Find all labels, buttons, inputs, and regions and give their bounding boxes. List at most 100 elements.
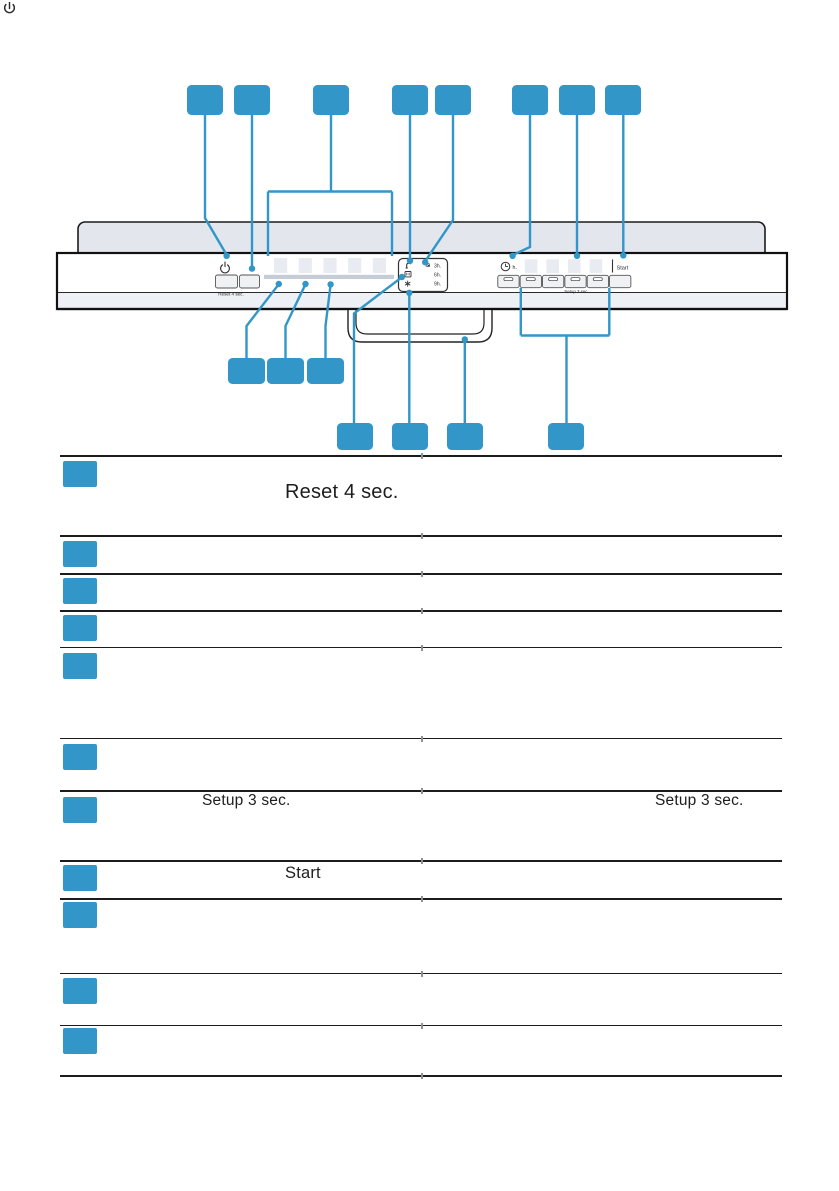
salt-icon	[404, 271, 412, 278]
indicator-light	[589, 259, 603, 274]
panel-reset-label: Reset 4 sec.	[218, 292, 244, 297]
panel-start-label: Start	[617, 266, 629, 272]
callout-dot	[223, 252, 230, 259]
program-indicator-lights	[274, 258, 386, 273]
status-display-frame	[397, 257, 449, 293]
column-divider-tick	[421, 970, 423, 977]
callout-dot	[327, 281, 334, 288]
callout-boxes-middle	[228, 358, 344, 384]
panel-button	[542, 274, 565, 289]
panel-button	[586, 274, 609, 289]
callout-dot	[573, 252, 581, 259]
rinse-aid-icon	[404, 280, 411, 287]
callout-box	[392, 85, 428, 115]
secondary-button	[239, 274, 260, 289]
column-divider-tick	[421, 644, 423, 651]
indicator-light	[348, 258, 362, 273]
callout-dot	[509, 252, 516, 259]
callout-dot	[398, 273, 406, 281]
callout-line	[203, 115, 228, 256]
callout-line	[284, 283, 307, 359]
button-led-slot	[548, 277, 558, 282]
indicator-light	[274, 258, 288, 273]
button-led-slot	[570, 277, 581, 282]
callout-box	[313, 85, 349, 115]
column-divider-tick	[421, 453, 423, 459]
row-number-badge	[63, 615, 97, 641]
row-reset-text: Reset 4 sec.	[285, 481, 399, 503]
column-divider-tick	[421, 533, 423, 539]
column-divider-tick	[421, 857, 423, 864]
callout-box	[559, 85, 595, 115]
clock-icon	[500, 261, 511, 272]
row-number-badge	[63, 864, 97, 891]
row-number-badge	[63, 796, 97, 823]
callout-dot	[406, 289, 413, 296]
button-led-slot	[592, 277, 603, 282]
panel-button-start	[609, 274, 632, 289]
callout-boxes-bottom	[337, 423, 584, 450]
delay-time-3h: 3h.	[434, 264, 441, 270]
row-number-badge	[63, 652, 97, 679]
callout-line	[324, 284, 332, 359]
row-setup-left-text: Setup 3 sec.	[202, 792, 291, 809]
indicator-light	[568, 259, 581, 274]
status-display: 3h. 6h. 9h.	[397, 257, 449, 293]
row-number-badge	[63, 1028, 97, 1054]
callout-box	[267, 358, 304, 384]
indicator-light	[298, 258, 312, 273]
clock-hours-label: h.	[513, 265, 517, 271]
program-bar	[264, 274, 394, 279]
button-led-slot	[503, 277, 514, 282]
indicator-light	[372, 258, 386, 273]
column-divider-tick	[421, 1022, 423, 1029]
callout-boxes-top	[187, 85, 641, 115]
callout-box	[307, 358, 344, 384]
panel-lower-strip	[58, 292, 786, 308]
power-icon	[3, 1, 16, 14]
callout-dot	[302, 280, 309, 288]
row-number-badge	[63, 902, 97, 928]
row-number-badge	[63, 541, 97, 567]
panel-button-row: Setup 3 sec.	[497, 274, 632, 294]
indicator-light	[524, 259, 538, 274]
callout-dots	[223, 252, 627, 343]
callout-box	[187, 85, 223, 115]
callout-dot	[620, 252, 627, 259]
row-number-badge	[63, 578, 97, 604]
callout-dot	[248, 265, 256, 272]
callout-line	[519, 288, 611, 424]
row-number-badge	[63, 460, 97, 487]
callout-box	[447, 423, 483, 450]
column-divider-tick	[421, 735, 423, 742]
callout-dot	[406, 257, 414, 264]
panel-button	[497, 274, 520, 289]
callout-box	[435, 85, 471, 115]
callout-box	[512, 85, 548, 115]
column-divider-tick	[421, 787, 423, 794]
indicator-light	[323, 258, 337, 273]
column-divider-tick	[421, 571, 423, 577]
delay-icon-detail	[426, 263, 430, 267]
callout-line	[245, 283, 280, 359]
callout-line	[424, 115, 455, 262]
callout-box	[392, 423, 428, 450]
row-number-badge	[63, 743, 97, 770]
control-panel-figure: Reset 4 sec.	[55, 85, 789, 450]
panel-button	[564, 274, 587, 289]
delay-time-6h: 6h.	[434, 273, 441, 279]
power-icon	[220, 261, 230, 274]
delay-time-9h: 9h.	[434, 282, 441, 288]
callout-box	[337, 423, 373, 450]
callout-line	[352, 276, 403, 424]
callout-box	[234, 85, 270, 115]
callout-line	[512, 115, 532, 256]
timer-section: h. Start	[500, 259, 629, 274]
callout-box	[228, 358, 265, 384]
panel-button	[519, 274, 542, 289]
callout-box	[605, 85, 641, 115]
callout-box	[548, 423, 584, 450]
indicator-light	[546, 259, 559, 274]
callout-line	[266, 115, 394, 256]
